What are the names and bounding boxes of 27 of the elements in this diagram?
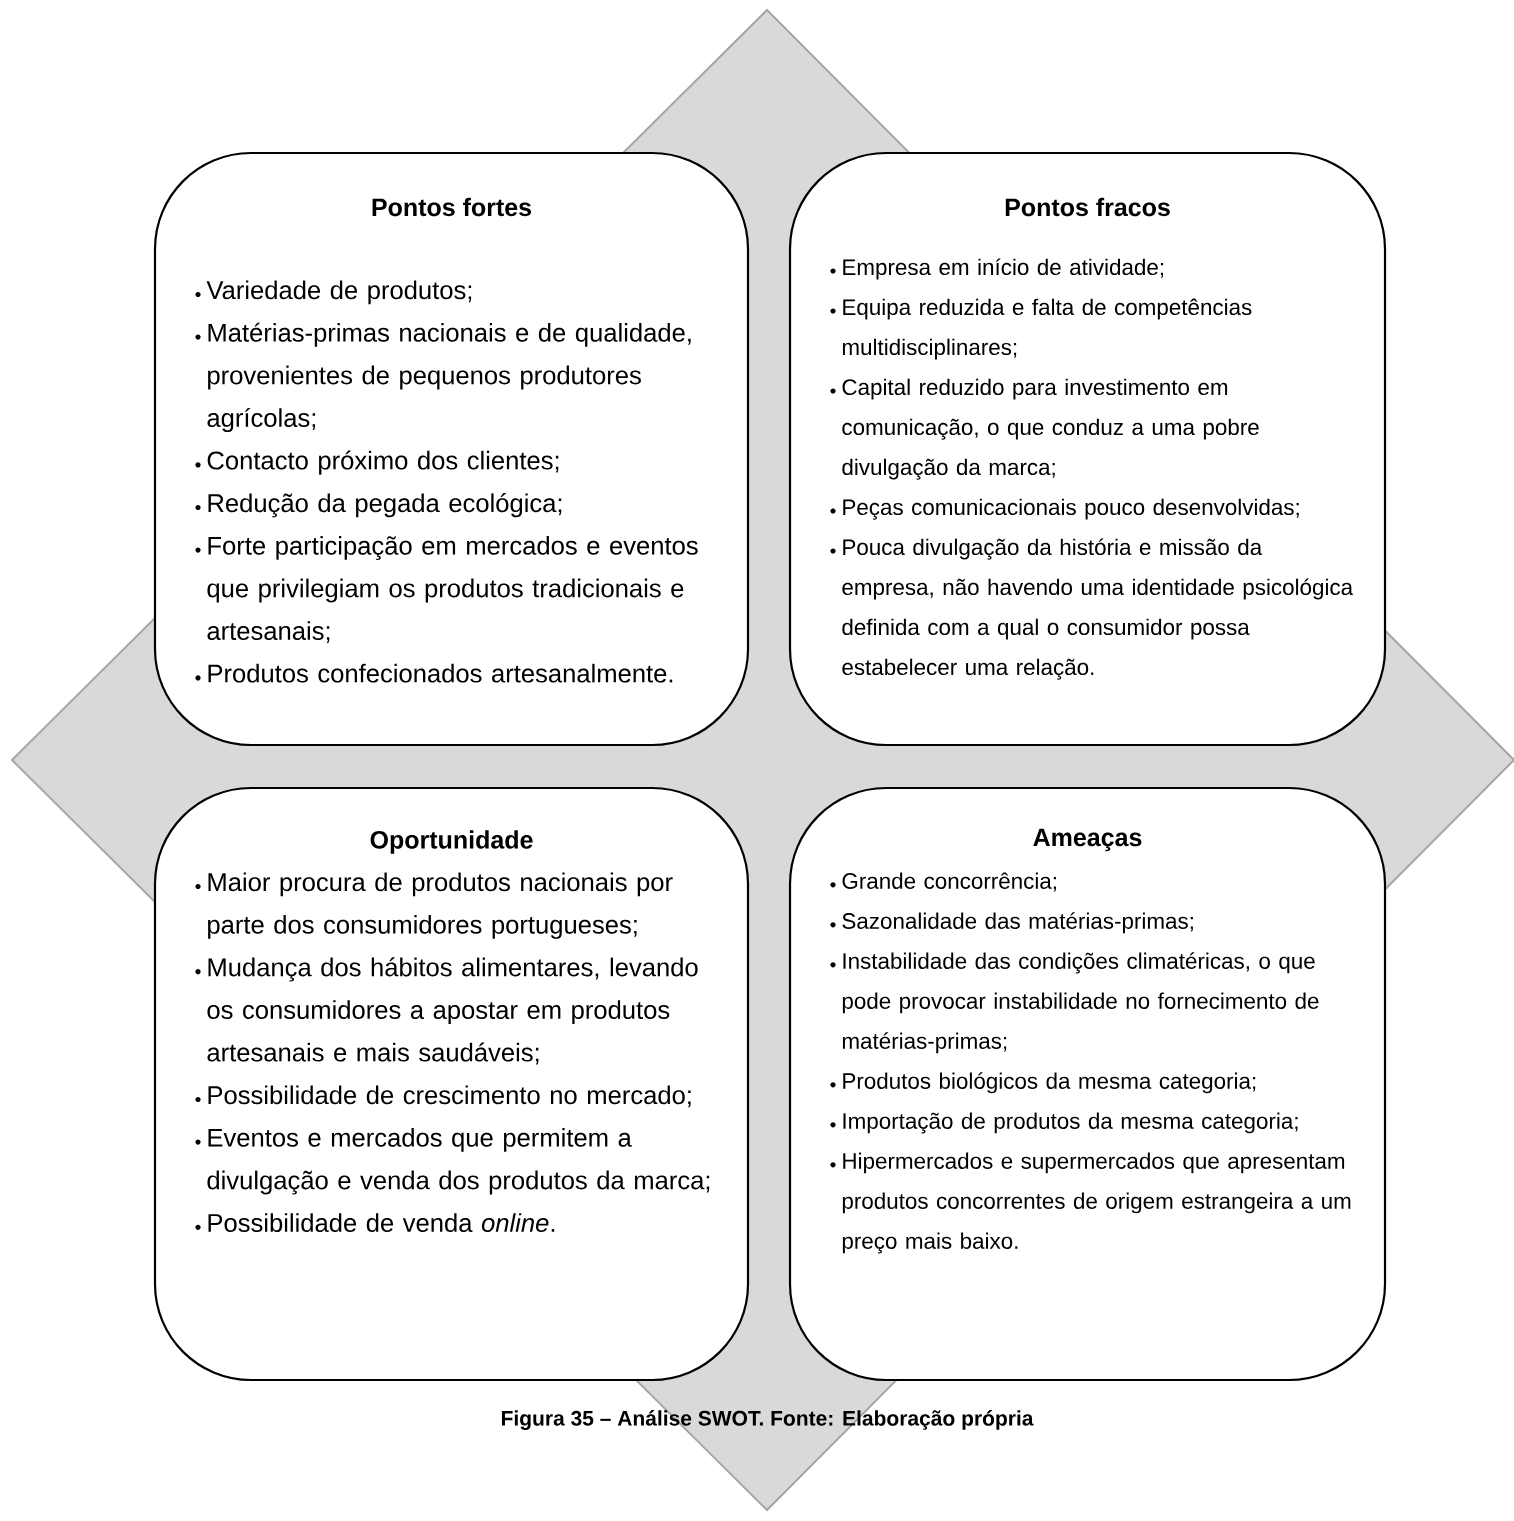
bullet-item: Sazonalidade das matérias-primas; <box>830 912 1193 934</box>
bullet-item: Possibilidade de venda online. <box>195 1213 555 1232</box>
bullet-item: Variedade de produtos; <box>195 280 472 305</box>
bullet-item: Produtos biológicos da mesma categoria; <box>830 1072 1256 1094</box>
bullet-item: Possibilidade de crescimento no mercado; <box>195 1085 691 1108</box>
box-heading: Pontos fracos <box>1005 197 1170 217</box>
box-heading: Pontos fortes <box>372 197 532 217</box>
bullet-item: Maior procura de produtos nacionais por parte dos consumidores portugueses; <box>195 872 673 939</box>
box-heading: Ameaças <box>1033 828 1142 852</box>
bullet-item: Contacto próximo dos clientes; <box>195 450 559 475</box>
bullet-item: Importação de produtos da mesma categoria; <box>830 1112 1298 1134</box>
bullet-item: Empresa em início de atividade; <box>830 258 1164 280</box>
bullet-item: Equipa reduzida e falta de competências multidisciplinares; <box>830 298 1252 360</box>
figure-caption: Figura 35 – Análise SWOT. Fonte: Elaboração própria <box>501 1410 1034 1430</box>
bullet-item: Peças comunicacionais pouco desenvolvidas; <box>830 498 1299 520</box>
box-heading: Oportunidade <box>370 830 533 854</box>
bullet-item: Capital reduzido para investimento em comunicação, o que conduz a uma pobre divulgação da marca; <box>830 378 1259 480</box>
bullet-item: Eventos e mercados que permitem a divulgação e venda dos produtos da marca; <box>195 1128 710 1195</box>
bullet-item: Forte participação em mercados e eventos que privilegiam os produtos tradicionais e artesanais; <box>195 536 698 643</box>
bullet-item: Matérias-primas nacionais e de qualidade, provenientes de pequenos produtores agrícolas; <box>195 322 691 433</box>
bullet-item: Grande concorrência; <box>830 872 1056 892</box>
bullet-item: Redução da pegada ecológica; <box>195 493 562 518</box>
bullet-item: Mudança dos hábitos alimentares, levando os consumidores a apostar em produtos artesanais e mais saudáveis; <box>195 957 698 1065</box>
bullet-item: Produtos confecionados artesanalmente. <box>195 663 673 683</box>
bullet-item: Pouca divulgação da história e missão da empresa, não havendo uma identidade psicológica definida com a qual o consumidor possa estabelecer uma relação. <box>830 538 1354 680</box>
bullet-item: Hipermercados e supermercados que apresentam produtos concorrentes de origem estrangeira a um preço mais baixo. <box>830 1152 1351 1254</box>
bullet-item: Instabilidade das condições climatéricas, o que pode provocar instabilidade no fornecimento de matérias-primas; <box>830 952 1319 1054</box>
